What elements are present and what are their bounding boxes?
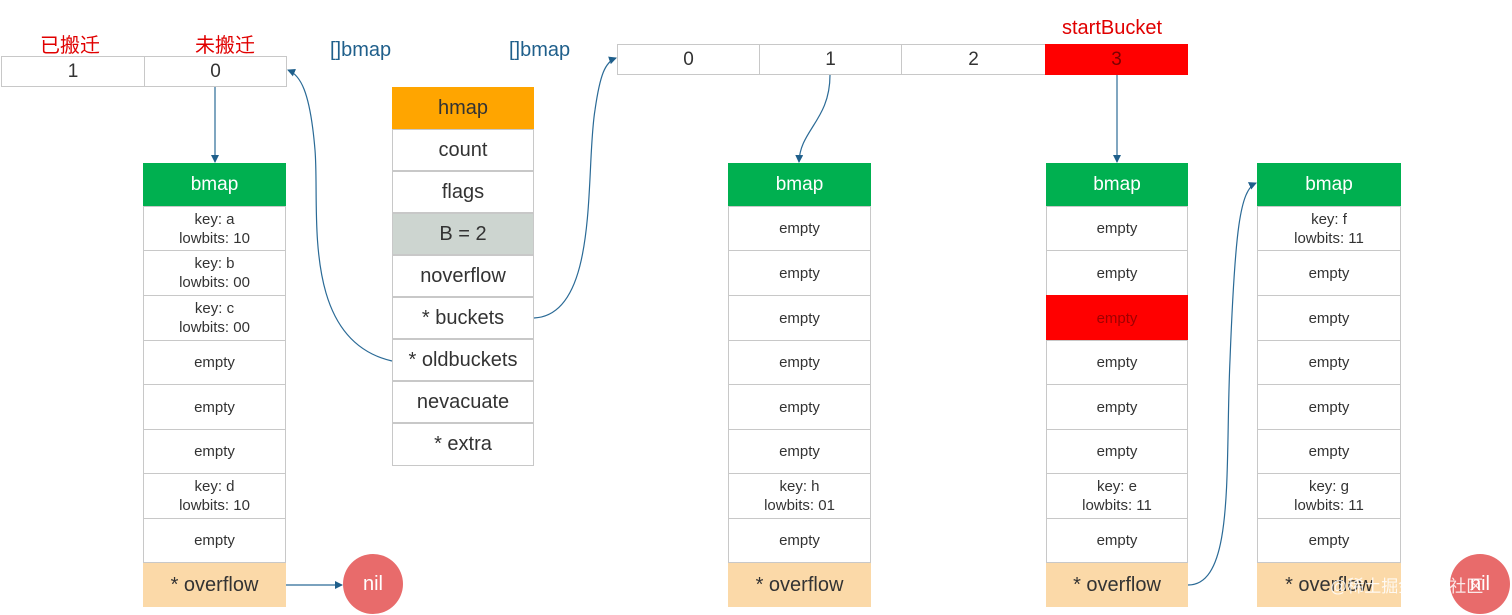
not-migrated-label: 未搬迁 bbox=[195, 35, 255, 57]
bucket-overflow-pointer: * overflow bbox=[1257, 563, 1401, 607]
arrow-oldbuckets-to-old-array bbox=[287, 69, 393, 362]
migrated-label: 已搬迁 bbox=[40, 35, 100, 57]
hmap-field-extra: * extra bbox=[392, 423, 534, 466]
bucket-slot: key: e lowbits: 11 bbox=[1046, 473, 1188, 519]
arrow-buckets-to-new-array bbox=[533, 56, 617, 319]
hmap-field-buckets: * buckets bbox=[392, 297, 534, 339]
bucket-slot: empty bbox=[1046, 518, 1188, 563]
bucket-overflow-pointer: * overflow bbox=[143, 563, 286, 607]
bucket-overflow-pointer: * overflow bbox=[728, 563, 871, 607]
bucket-header: bmap bbox=[728, 163, 871, 206]
start-bucket-label: startBucket bbox=[1062, 17, 1163, 39]
arrow-overflow-to-overflow-bucket bbox=[1187, 182, 1257, 586]
bucket-slot-highlighted: empty bbox=[1046, 295, 1188, 341]
hmap-field-nevacuate: nevacuate bbox=[392, 381, 534, 423]
old-array-index-0: 0 bbox=[144, 56, 287, 87]
bucket-overflow-pointer: * overflow bbox=[1046, 563, 1188, 607]
hmap-field-b: B = 2 bbox=[392, 213, 534, 255]
arrow-new-array-1-to-bucket bbox=[795, 74, 831, 163]
bucket-slot: key: f lowbits: 11 bbox=[1257, 206, 1401, 251]
bucket-header: bmap bbox=[143, 163, 286, 206]
hmap-field-oldbuckets: * oldbuckets bbox=[392, 339, 534, 381]
watermark-logo: @稀土掘金技术社区 bbox=[1330, 577, 1484, 596]
bucket-slot: empty bbox=[728, 518, 871, 563]
hmap-field-count: count bbox=[392, 129, 534, 171]
nil-node: nil bbox=[343, 554, 403, 614]
hmap-title: hmap bbox=[392, 87, 534, 129]
bucket-slot: key: d lowbits: 10 bbox=[143, 473, 286, 519]
nil-node: nil bbox=[1450, 554, 1510, 614]
new-array-label: []bmap bbox=[509, 39, 571, 61]
new-array-index-3-start-bucket: 3 bbox=[1045, 44, 1188, 75]
bucket-slot: empty bbox=[143, 518, 286, 563]
old-array-label: []bmap bbox=[330, 39, 392, 61]
bucket-slot: key: b lowbits: 00 bbox=[143, 250, 286, 296]
bucket-header: bmap bbox=[1046, 163, 1188, 206]
hmap-field-flags: flags bbox=[392, 171, 534, 213]
hmap-field-noverflow: noverflow bbox=[392, 255, 534, 297]
bucket-slot: empty bbox=[1257, 518, 1401, 563]
bucket-header: bmap bbox=[1257, 163, 1401, 206]
